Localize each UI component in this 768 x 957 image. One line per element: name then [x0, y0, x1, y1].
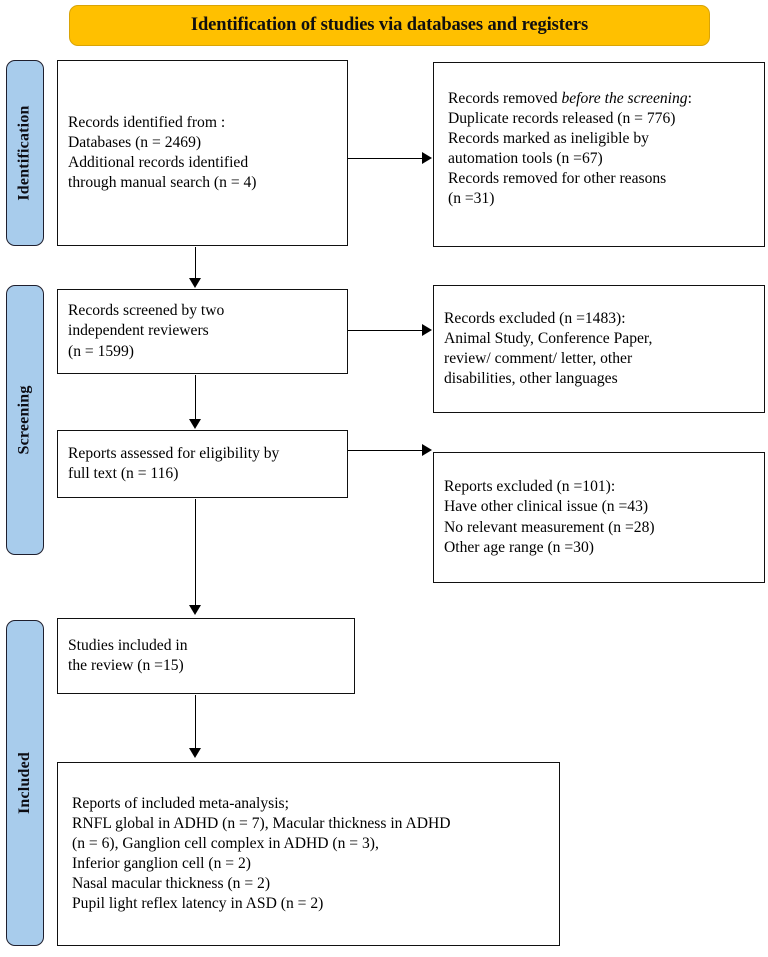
page-title: Identification of studies via databases … [190, 15, 589, 35]
diagram-header-banner: Identification of studies via databases … [69, 5, 710, 46]
connector-assessed-to-reports-excluded [348, 450, 424, 451]
arrowhead-identified-to-removed [422, 152, 432, 164]
connector-screened-to-excluded [348, 330, 424, 331]
stage-label-identification: Identification [6, 60, 44, 246]
records-removed-lead-tail: : [687, 90, 692, 107]
reports-meta-analysis-text: Reports of included meta-analysis; RNFL … [72, 794, 451, 913]
reports-meta-analysis-box: Reports of included meta-analysis; RNFL … [57, 762, 560, 946]
studies-included-text: Studies included in the review (n =15) [68, 636, 188, 674]
stage-label-screening: Screening [6, 285, 44, 555]
records-screened-text: Records screened by two independent revi… [68, 302, 225, 360]
records-excluded-text: Records excluded (n =1483): Animal Study… [444, 309, 653, 388]
studies-included-box: Studies included in the review (n =15) [57, 618, 355, 694]
connector-identified-to-removed [348, 158, 424, 159]
arrowhead-screened-to-excluded [422, 324, 432, 336]
records-removed-box: Records removed before the screening: Du… [433, 62, 765, 247]
reports-assessed-box: Reports assessed for eligibility by full… [57, 430, 348, 498]
connector-assessed-to-included [195, 499, 196, 607]
records-removed-lead: Records removed [448, 90, 562, 107]
reports-excluded-box: Reports excluded (n =101): Have other cl… [433, 452, 765, 583]
records-excluded-box: Records excluded (n =1483): Animal Study… [433, 285, 765, 413]
arrowhead-included-to-reports-meta [189, 748, 201, 758]
stage-label-identification-text: Identification [16, 105, 33, 201]
records-identified-text: Records identified from : Databases (n =… [68, 113, 257, 192]
reports-excluded-text: Reports excluded (n =101): Have other cl… [444, 478, 655, 556]
stage-label-included-text: Included [16, 751, 34, 815]
stage-label-screening-text: Screening [16, 385, 33, 455]
connector-included-to-reports-meta [195, 695, 196, 750]
connector-identified-to-screened [195, 247, 196, 280]
arrowhead-assessed-to-reports-excluded [422, 444, 432, 456]
arrowhead-identified-to-screened [189, 278, 201, 288]
arrowhead-screened-to-assessed [189, 419, 201, 429]
arrowhead-assessed-to-included [189, 605, 201, 615]
stage-label-included: Included [6, 620, 44, 946]
records-removed-body: Duplicate records released (n = 776) Rec… [448, 110, 676, 208]
connector-screened-to-assessed [195, 375, 196, 421]
records-screened-box: Records screened by two independent revi… [57, 289, 348, 374]
records-removed-lead-italic: before the screening [561, 90, 688, 107]
records-identified-box: Records identified from : Databases (n =… [57, 60, 348, 246]
reports-assessed-text: Reports assessed for eligibility by full… [68, 444, 280, 482]
records-removed-text: Records removed before the screening: Du… [434, 63, 764, 209]
